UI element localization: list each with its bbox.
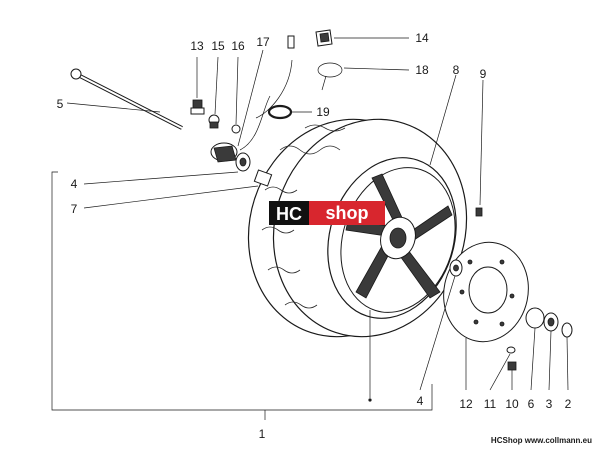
callout-1: 1 bbox=[259, 427, 266, 441]
ring-19 bbox=[267, 104, 293, 120]
callout-4-right: 4 bbox=[417, 394, 424, 408]
bolt-15 bbox=[208, 114, 220, 129]
leader-lines bbox=[66, 37, 569, 398]
clamp-18 bbox=[317, 62, 343, 91]
ring-2 bbox=[561, 322, 573, 338]
watermark-hc: HC bbox=[276, 204, 302, 224]
axle bbox=[70, 68, 183, 130]
callout-labels: 1 2 3 4 4 5 6 7 8 9 10 11 12 13 14 15 16… bbox=[57, 31, 572, 441]
callout-16: 16 bbox=[231, 39, 245, 53]
brake-disc bbox=[443, 241, 529, 343]
callout-2: 2 bbox=[565, 397, 572, 411]
callout-6: 6 bbox=[528, 397, 535, 411]
callout-10: 10 bbox=[505, 397, 519, 411]
spacer-6 bbox=[525, 307, 545, 329]
bolt-9 bbox=[475, 207, 483, 217]
callout-8: 8 bbox=[453, 63, 460, 77]
watermark-hc-bg bbox=[269, 201, 309, 225]
disc-bolt-10 bbox=[507, 361, 517, 371]
bolt-13 bbox=[190, 99, 205, 115]
callout-5: 5 bbox=[57, 97, 64, 111]
seal-3 bbox=[543, 312, 559, 332]
footer-site: www.collmann.eu bbox=[524, 436, 592, 445]
callout-15: 15 bbox=[211, 39, 225, 53]
callout-13: 13 bbox=[190, 39, 204, 53]
callout-9: 9 bbox=[480, 67, 487, 81]
callout-18: 18 bbox=[415, 63, 429, 77]
callout-3: 3 bbox=[546, 397, 553, 411]
hc-shop-watermark: HC shop bbox=[269, 201, 385, 225]
disc-bolt-11 bbox=[506, 346, 516, 354]
watermark-shop-bg bbox=[309, 201, 385, 225]
bearing-left bbox=[235, 152, 251, 172]
callout-17: 17 bbox=[256, 35, 270, 49]
spacer-7 bbox=[253, 169, 273, 187]
bearing-right bbox=[449, 259, 463, 277]
assembly-bracket bbox=[51, 171, 433, 420]
callout-7: 7 bbox=[71, 202, 78, 216]
footer-brand: HCShop bbox=[490, 436, 523, 445]
wheel-marker-dot bbox=[368, 398, 372, 402]
clip-14 bbox=[315, 29, 333, 47]
speedo-drive bbox=[210, 35, 295, 163]
callout-4-left: 4 bbox=[71, 177, 78, 191]
watermark-shop: shop bbox=[326, 203, 369, 223]
callout-19: 19 bbox=[316, 105, 330, 119]
callout-14: 14 bbox=[415, 31, 429, 45]
callout-11: 11 bbox=[484, 397, 497, 411]
washer-16 bbox=[231, 124, 241, 134]
callout-12: 12 bbox=[459, 397, 473, 411]
footer-credit: HCShop www.collmann.eu bbox=[491, 436, 592, 445]
